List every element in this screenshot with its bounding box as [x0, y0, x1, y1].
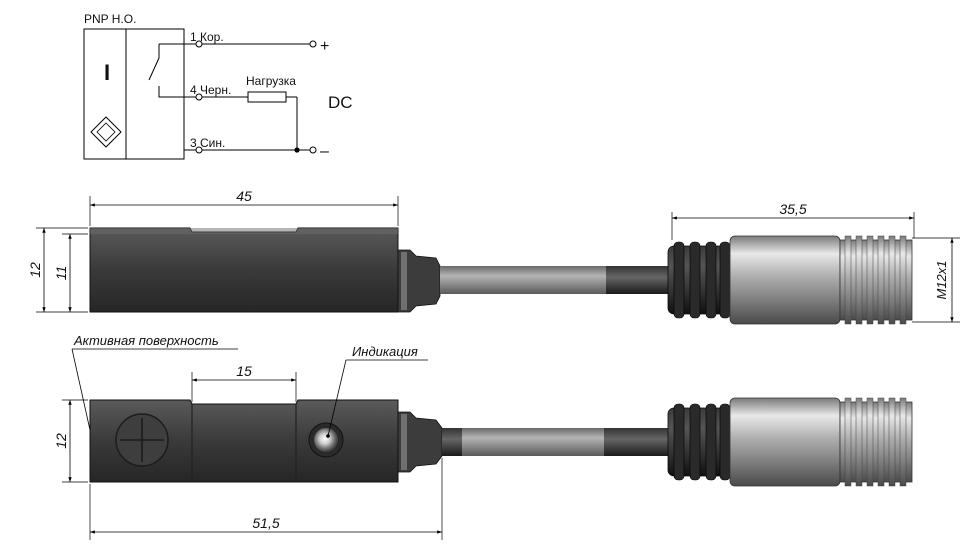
pin-label: 4 Черн. [190, 83, 231, 97]
connector-sleeve [729, 235, 841, 325]
side-view: 45 12 11 35,5 M12x1 [27, 188, 960, 325]
polarity-sign: + [320, 38, 329, 55]
callout-active-surface: Активная поверхность [73, 333, 219, 348]
dimension-height: 12 [53, 433, 69, 449]
sensor-symbol: I [104, 60, 110, 85]
sensor-box [83, 28, 185, 160]
supply-terminal [309, 146, 317, 154]
cable-gland [397, 249, 441, 313]
led-indicator [308, 422, 344, 458]
cable [440, 266, 608, 294]
dimension-height-total: 12 [27, 262, 43, 278]
dimension-length: 45 [236, 188, 252, 204]
wiring-schematic: PNP H.O. I 1 Кор. + 4 Черн. Нагрузка DC … [83, 12, 353, 160]
load-resistor [247, 91, 287, 103]
sensor-body [89, 227, 399, 313]
leader-line [327, 359, 347, 437]
supply-terminal [309, 40, 317, 48]
connector-grip [667, 241, 733, 319]
junction-dot [294, 147, 300, 153]
connector-thread [839, 397, 913, 487]
schematic-title: PNP H.O. [84, 12, 136, 26]
dimension-height-body: 11 [53, 266, 69, 281]
connector-grip [667, 403, 733, 481]
load-label: Нагрузка [246, 74, 296, 88]
dimension-overall-length: 51,5 [252, 515, 279, 531]
leader-line [71, 348, 91, 431]
dimension-thread: M12x1 [934, 260, 949, 299]
supply-label: DC [328, 93, 353, 112]
callout-indication: Индикация [352, 344, 418, 359]
cable-sleeve [606, 266, 670, 294]
pin-label: 3 Син. [190, 136, 225, 150]
connector-thread [839, 235, 913, 325]
sensor-body [89, 399, 399, 483]
cable [462, 428, 606, 456]
dimension-active-width: 15 [236, 363, 252, 379]
active-surface-target [115, 413, 169, 467]
front-view: Активная поверхность Индикация 15 12 51,… [53, 333, 913, 540]
proximity-diamond-icon [90, 116, 122, 148]
pin-label: 1 Кор. [190, 30, 224, 44]
polarity-sign: – [320, 143, 329, 160]
cable-sleeve [604, 428, 670, 456]
connector-sleeve [729, 397, 841, 487]
dimension-connector-length: 35,5 [779, 201, 806, 217]
switch-contact [148, 48, 196, 98]
